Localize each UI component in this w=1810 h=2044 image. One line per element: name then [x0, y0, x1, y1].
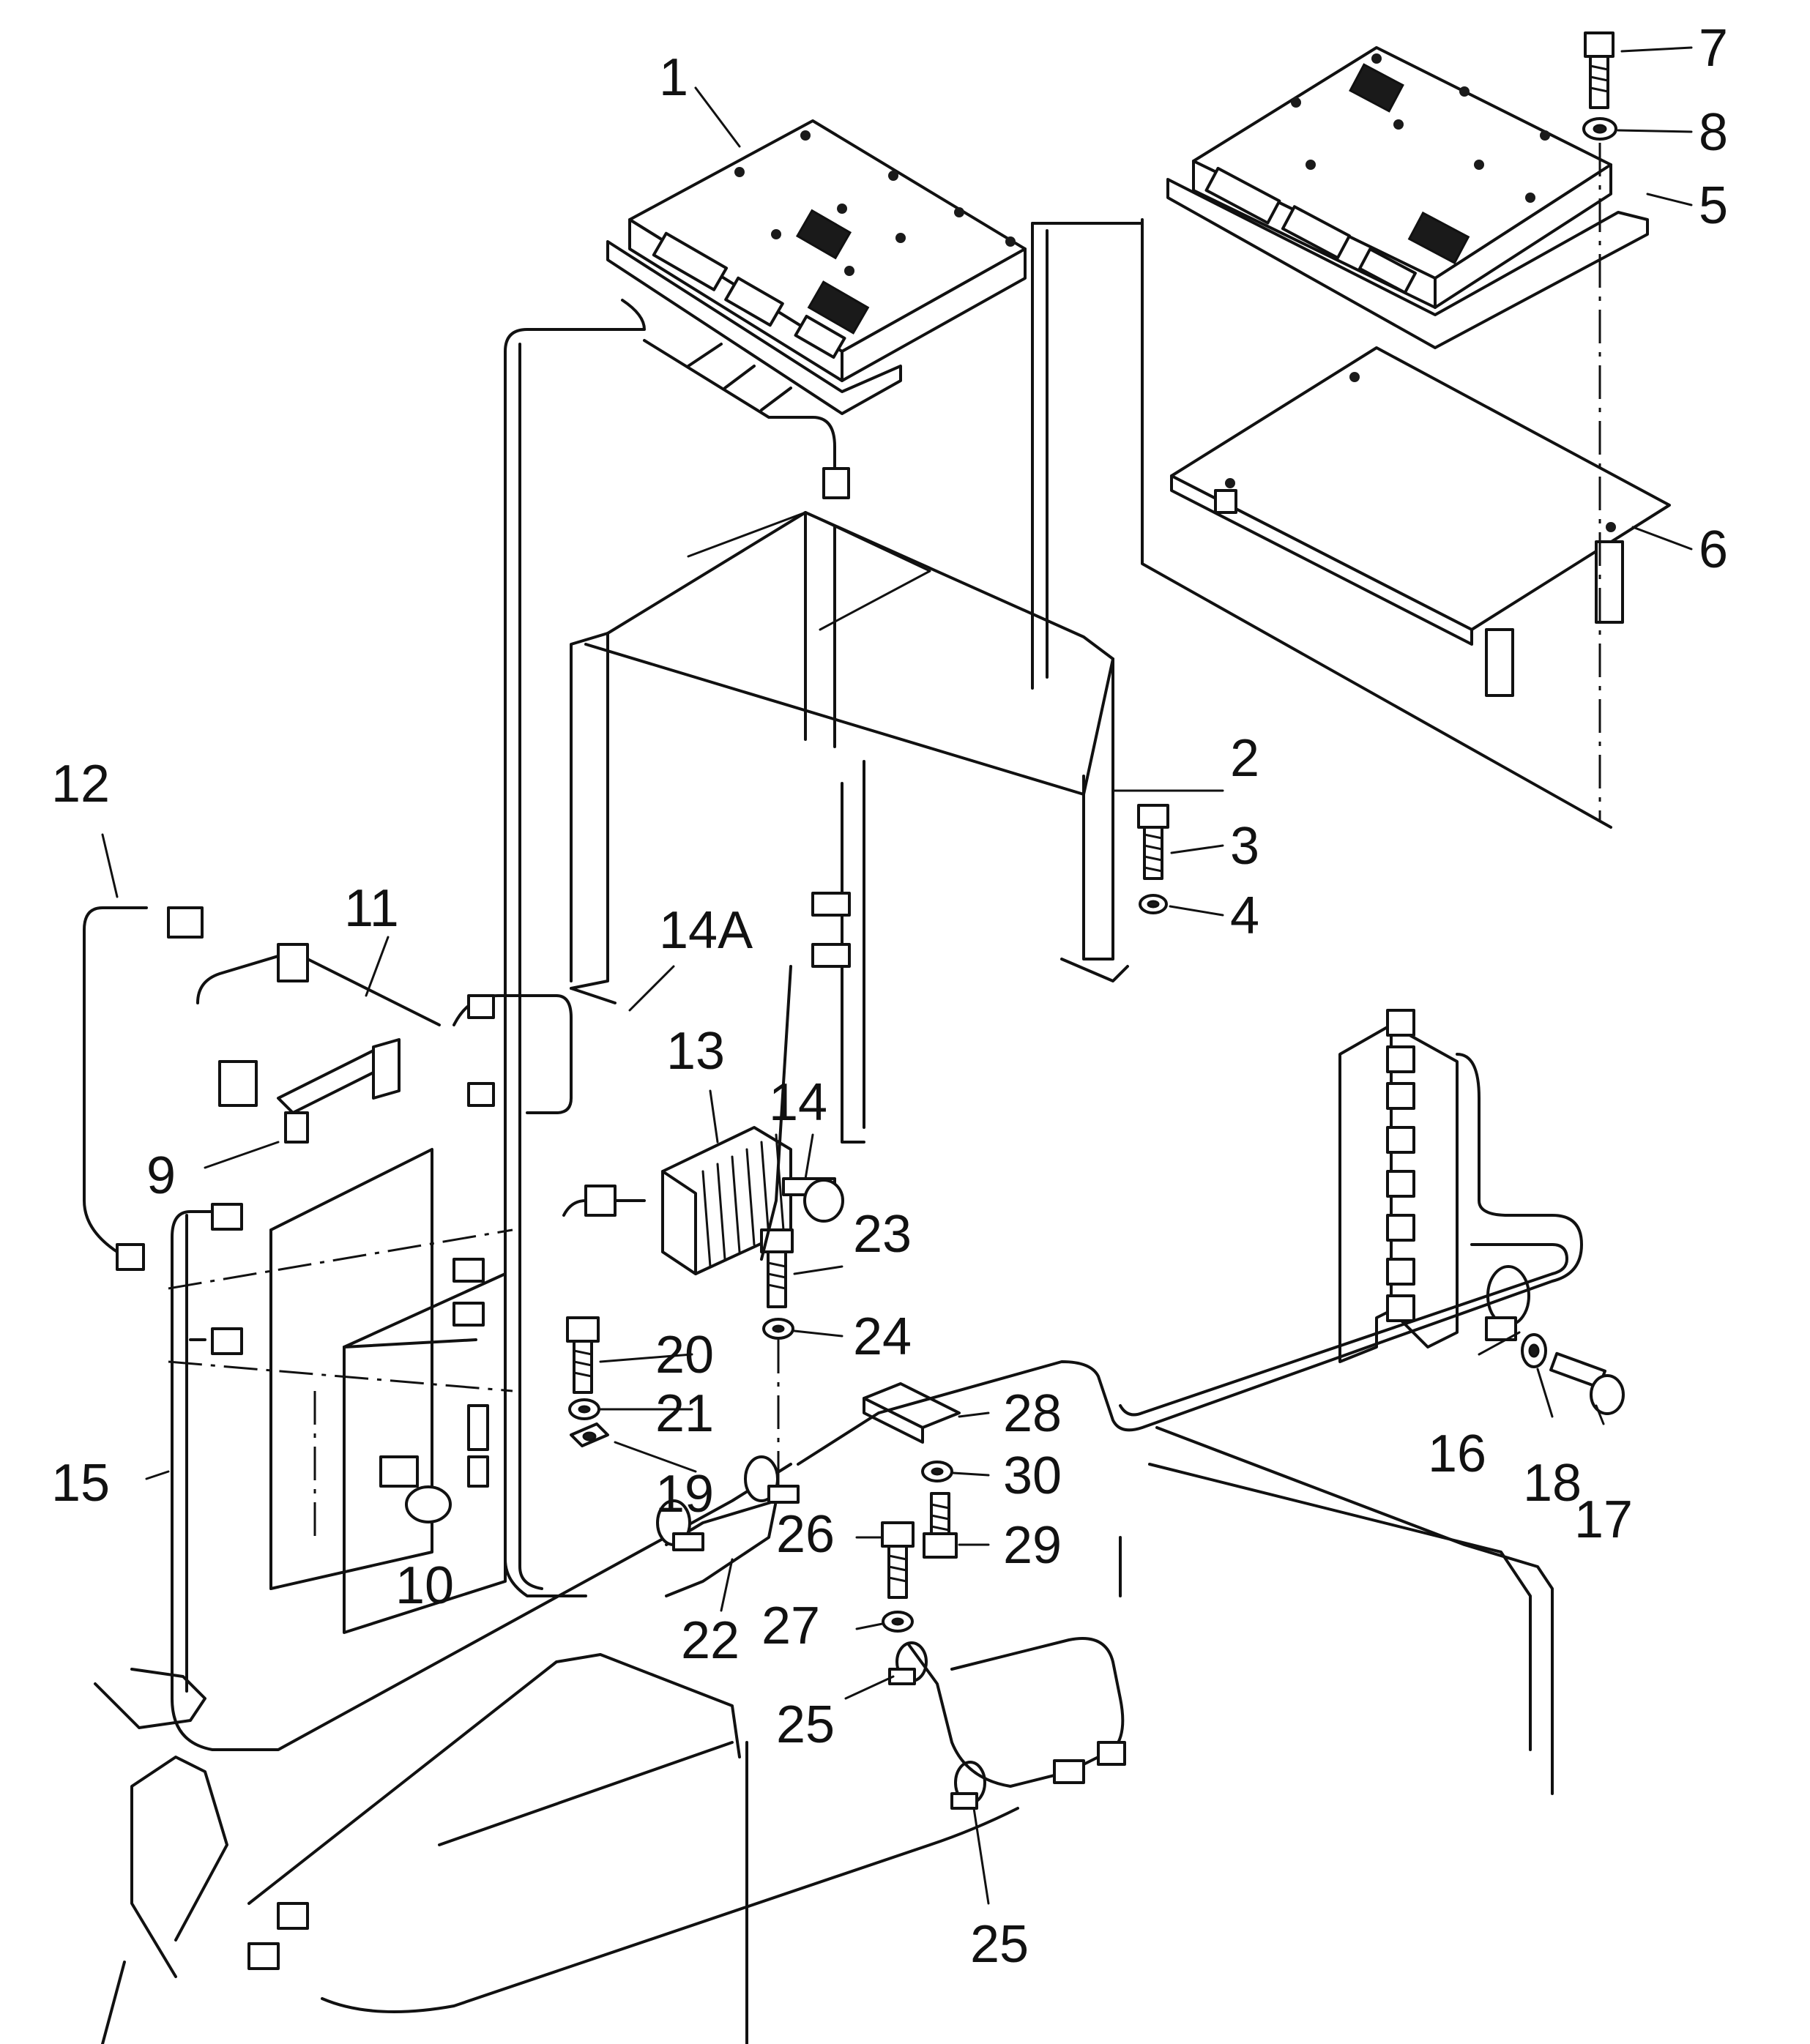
cab-structure	[94, 892, 1554, 2044]
callout-26: 26	[776, 1505, 835, 1564]
callout-18: 18	[1523, 1454, 1582, 1513]
callout-25-upper: 25	[776, 1696, 835, 1754]
callout-15: 15	[51, 1454, 110, 1513]
washer-27	[882, 1611, 914, 1633]
washer-18	[1521, 1333, 1547, 1368]
clip-19	[570, 1422, 609, 1447]
bolt-3	[1137, 804, 1169, 880]
controller-unit-5	[1166, 46, 1649, 349]
bolt-26	[881, 1521, 915, 1599]
washer-30	[921, 1461, 953, 1482]
callout-20: 20	[655, 1326, 714, 1384]
callout-10: 10	[395, 1556, 454, 1615]
bolt-29	[923, 1492, 958, 1559]
callout-7: 7	[1699, 19, 1728, 78]
washer-8	[1582, 117, 1617, 141]
bracket-28	[863, 1382, 961, 1444]
callout-3: 3	[1230, 817, 1259, 876]
callout-28: 28	[1003, 1384, 1062, 1443]
harness-12	[83, 906, 148, 1271]
relay-panel-16	[797, 1009, 1583, 1466]
bracket-frame-2	[570, 218, 1612, 1144]
harness-lower	[906, 1637, 1126, 1788]
controller-unit-1	[606, 119, 1027, 415]
harness-15	[171, 1203, 792, 1751]
callout-13: 13	[666, 1022, 725, 1081]
callout-30: 30	[1003, 1447, 1062, 1505]
clamp-25-lower	[950, 1761, 986, 1810]
callout-29: 29	[1003, 1516, 1062, 1575]
callout-17: 17	[1574, 1491, 1633, 1549]
callout-8: 8	[1699, 103, 1728, 162]
callout-21: 21	[655, 1384, 714, 1443]
callout-1: 1	[659, 48, 688, 107]
leader-lines	[101, 46, 1693, 1905]
callout-11: 11	[344, 879, 399, 938]
switch-assembly-11	[167, 906, 441, 1144]
callout-27: 27	[761, 1597, 820, 1655]
bolt-20	[566, 1316, 600, 1394]
callout-22: 22	[681, 1611, 740, 1670]
mounting-plate-6	[1170, 346, 1671, 697]
callout-14: 14	[769, 1073, 827, 1132]
clamp-22	[656, 1455, 800, 1597]
bolt-7	[1584, 31, 1615, 109]
clamp-25-upper	[888, 1641, 928, 1685]
callout-5: 5	[1699, 176, 1728, 235]
callout-9: 9	[146, 1146, 176, 1205]
callout-23: 23	[853, 1205, 912, 1264]
callout-4: 4	[1230, 887, 1259, 945]
bracket-panel-10	[168, 1148, 513, 1634]
wiring-harness-main	[504, 299, 850, 1597]
callout-12: 12	[51, 755, 110, 813]
callout-24: 24	[853, 1308, 912, 1366]
callout-6: 6	[1699, 521, 1728, 579]
bolt-14	[782, 1177, 844, 1223]
callout-14a: 14A	[659, 901, 753, 960]
washer-21	[568, 1398, 600, 1420]
callout-2: 2	[1230, 729, 1259, 788]
callout-16: 16	[1428, 1425, 1486, 1483]
callout-labels: 1 2 3 4 5 6 7 8 9 10 11 12 13 14 14A 15 …	[51, 19, 1728, 1974]
callout-19: 19	[655, 1465, 714, 1523]
washer-4	[1139, 894, 1168, 914]
bolt-17	[1549, 1351, 1625, 1415]
callout-25-lower: 25	[970, 1915, 1029, 1974]
washer-24	[762, 1318, 794, 1340]
